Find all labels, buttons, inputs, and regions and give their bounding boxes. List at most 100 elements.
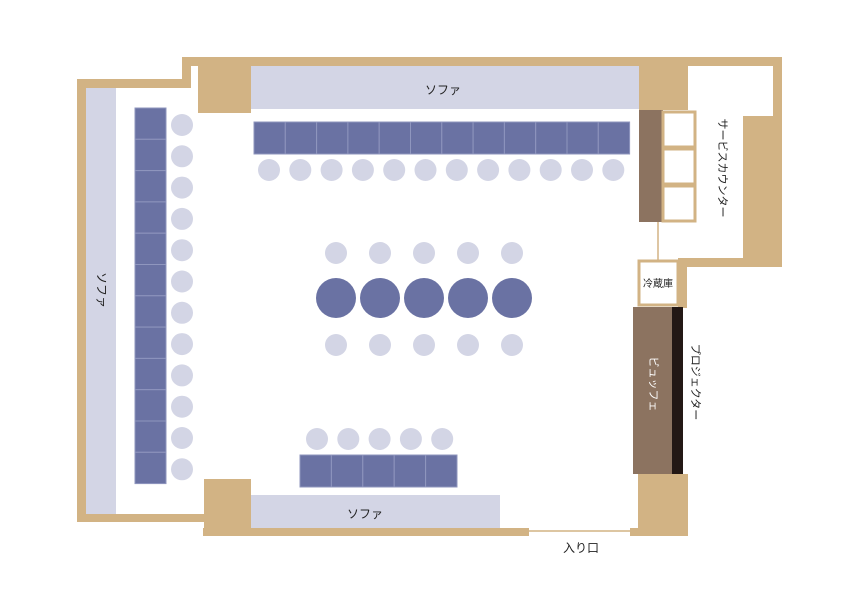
left-bench-segment [134,420,167,453]
left-bench-segment [134,326,167,359]
round-table [492,278,532,318]
left-bench-segment [134,107,167,140]
left-bench-segment [134,295,167,328]
chair [368,428,391,450]
chair [571,159,593,181]
round-table [448,278,488,318]
buffet-table [633,307,672,474]
left-bench-segment [134,232,167,265]
left-bench-segment [134,201,167,234]
refrigerator [637,259,680,307]
pillar-bottom-right [638,474,688,536]
chair [414,159,437,181]
top-bench-segment [503,121,537,155]
wall-bottom-left [77,514,207,522]
chair [369,242,391,264]
left-bench-segment [134,170,167,203]
bottom-chairs [306,428,454,450]
top-bench-segment [316,121,349,155]
buffet-label: ビュッフェ [647,357,660,412]
chair [258,159,280,181]
wall-top-left [77,79,191,88]
sofa-top [251,66,639,109]
left-bench-segment [134,389,167,422]
chair [325,242,347,264]
left-bench-table [134,107,167,485]
chair [171,333,193,356]
wall-left [77,79,86,522]
chair [171,114,193,136]
wall-bottom-right [630,528,688,536]
sofa-bottom-label: ソファ [347,507,383,521]
chair [457,334,479,356]
top-bench-segment [410,121,443,155]
sofa-left [86,88,116,514]
service-counter-label: サービスカウンター [716,119,729,218]
chair [383,159,406,181]
chair [501,334,523,356]
wall-service-top [688,57,782,66]
wall-service-bottom [678,258,782,267]
projector-screen [672,307,683,474]
chair [501,242,523,264]
chair [171,364,193,387]
chair [171,207,193,230]
bottom-bench-segment [299,454,332,488]
counter-shelf [661,184,697,223]
chair [477,159,500,181]
chair [369,334,391,356]
sofa-bottom [251,495,500,528]
counter-shelf [661,110,697,149]
wall-top-left-step [182,57,191,88]
top-bench-segment [566,121,599,155]
wall-service-block [743,116,782,267]
chair [306,428,328,450]
chair [289,159,312,181]
chair [602,159,625,181]
chair [171,176,193,199]
chair [320,159,343,181]
chair [399,428,422,450]
bottom-bench-table [299,454,458,488]
left-bench-segment [134,451,167,485]
top-bench-segment [535,121,568,155]
left-bench-segment [134,264,167,297]
chair [351,159,374,181]
pillar-top-left [198,66,251,113]
counter-shelf [661,147,697,186]
round-table [316,278,356,318]
chair [171,427,193,449]
chair [413,334,435,356]
chair [431,428,454,450]
left-bench-segment [134,357,167,391]
top-bench-segment [253,121,286,155]
round-table [360,278,400,318]
chair [171,270,193,293]
wall-bottom [203,528,529,536]
projector-label: プロジェクター [689,344,702,421]
top-chairs [258,159,625,181]
chair [325,334,347,356]
chair [337,428,360,450]
sofa-top-label: ソファ [425,83,461,97]
round-table-area [316,242,532,356]
chair [171,458,193,481]
entrance-label: 入り口 [563,541,599,555]
bottom-bench-segment [330,454,364,488]
sofa-left-label: ソファ [95,272,109,308]
counter-shelves [661,110,697,223]
chair [508,159,531,181]
left-chairs [171,114,193,481]
top-bench-segment [347,121,380,155]
top-bench-segment [284,121,318,155]
round-table [404,278,444,318]
top-bench-segment [472,121,505,155]
left-bench-segment [134,138,167,172]
pillar-top-right [639,57,688,110]
top-bench-table [253,121,631,155]
chair [171,239,193,262]
chair [539,159,562,181]
chair [413,242,435,264]
service-counter [639,110,663,222]
